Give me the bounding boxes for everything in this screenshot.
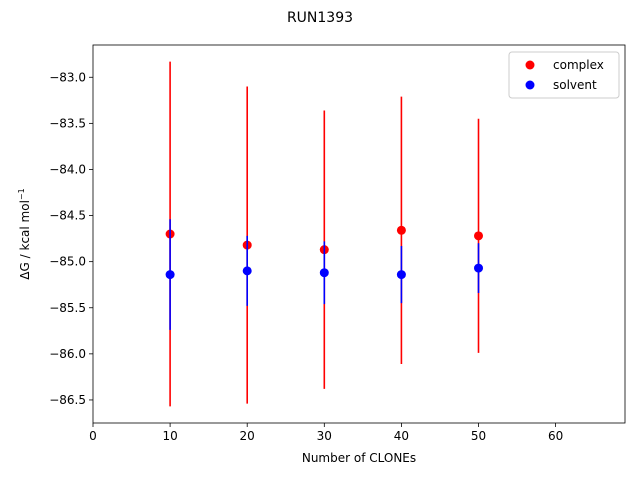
data-point-complex xyxy=(396,225,406,235)
data-point-solvent xyxy=(474,263,484,273)
series-solvent xyxy=(165,219,484,330)
chart-title: RUN1393 xyxy=(287,10,353,26)
y-tick-label: −83.5 xyxy=(49,116,86,130)
legend-marker-complex xyxy=(525,60,535,70)
y-axis-label-superscript: −1 xyxy=(17,188,26,200)
y-axis-label: ΔG / kcal mol−1 xyxy=(17,188,32,279)
legend: complex solvent xyxy=(508,51,620,99)
y-tick-label: −85.5 xyxy=(49,301,86,315)
data-point-solvent xyxy=(396,270,406,280)
y-tick-label: −84.5 xyxy=(49,209,86,223)
data-point-complex xyxy=(474,231,484,241)
y-tick-label: −85.0 xyxy=(49,255,86,269)
data-point-solvent xyxy=(242,266,252,276)
x-tick-label: 10 xyxy=(162,429,177,443)
x-tick-label: 0 xyxy=(89,429,97,443)
x-axis-label: Number of CLONEs xyxy=(302,451,416,465)
y-tick-label: −83.0 xyxy=(49,70,86,84)
y-tick-label: −86.0 xyxy=(49,347,86,361)
y-tick-label: −86.5 xyxy=(49,393,86,407)
x-tick-label: 20 xyxy=(240,429,255,443)
legend-frame xyxy=(508,51,620,99)
plot-area xyxy=(92,44,626,424)
x-tick-label: 30 xyxy=(317,429,332,443)
x-axis: 0 10 20 30 40 50 60 xyxy=(89,423,563,443)
data-point-solvent xyxy=(319,268,329,278)
y-axis-label-main: ΔG / kcal mol xyxy=(18,200,32,280)
legend-marker-solvent xyxy=(525,80,535,90)
series-layer xyxy=(165,61,484,407)
x-tick-label: 40 xyxy=(394,429,409,443)
data-point-solvent xyxy=(165,270,175,280)
legend-label-solvent: solvent xyxy=(553,78,597,92)
x-tick-label: 50 xyxy=(471,429,486,443)
y-tick-label: −84.0 xyxy=(49,162,86,176)
y-axis: −86.5 −86.0 −85.5 −85.0 −84.5 −84.0 −83.5 −83.0 xyxy=(49,70,93,407)
x-tick-label: 60 xyxy=(548,429,563,443)
legend-label-complex: complex xyxy=(553,58,604,72)
